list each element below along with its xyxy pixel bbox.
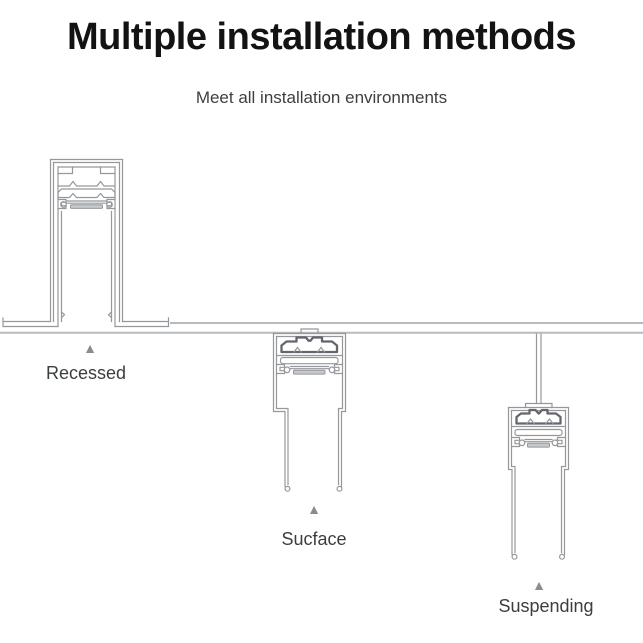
recessed-pointer-icon: ▲ (83, 340, 97, 356)
suspending-label: Suspending (498, 596, 594, 616)
recessed-profile-drawing (2, 158, 170, 328)
surface-label: Sucface (281, 529, 347, 549)
surface-profile-drawing (272, 328, 347, 492)
suspending-pointer-icon: ▲ (532, 577, 546, 593)
recessed-label: Recessed (45, 363, 127, 383)
page-title: Multiple installation methods (66, 16, 577, 58)
page-subtitle: Meet all installation environments (195, 88, 448, 107)
suspending-profile-drawing (507, 333, 570, 560)
surface-pointer-icon: ▲ (307, 501, 321, 517)
ceiling-line (0, 322, 643, 334)
